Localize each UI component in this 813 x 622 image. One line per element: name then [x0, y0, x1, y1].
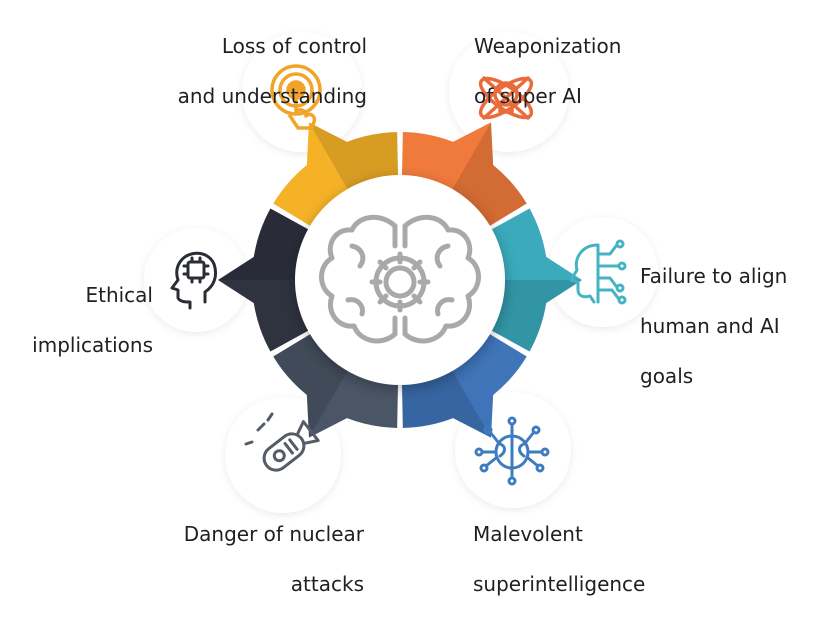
label-align-line1: Failure to align [640, 264, 788, 288]
ring-segment-weapon [401, 122, 527, 229]
head-circuit-icon [569, 239, 627, 305]
ring-segment-malevolent [401, 331, 527, 438]
label-align: Failure to align human and AI goals [640, 239, 787, 414]
icon-bg-align [548, 217, 658, 327]
label-nuclear-line2: attacks [290, 572, 364, 596]
ring-segment-shade-malevolent [401, 366, 491, 438]
icon-bg-weapon [449, 32, 569, 152]
label-align-line2: human and AI [640, 314, 780, 338]
head-chip-icon [170, 251, 218, 310]
center-disc [295, 175, 505, 385]
ring-segment-shade-align [487, 280, 582, 352]
ring-segment-loss [273, 122, 399, 229]
label-nuclear-line1: Danger of nuclear [183, 522, 364, 546]
ring-diagram [144, 32, 658, 513]
label-ethical: Ethical implications [32, 258, 153, 383]
label-loss-line1: Loss of control [221, 34, 367, 58]
touch-icon [270, 64, 322, 130]
ring-segment-align [487, 208, 582, 352]
label-align-line3: goals [640, 364, 694, 388]
label-malevolent-line1: Malevolent [473, 522, 583, 546]
label-nuclear: Danger of nuclear attacks [184, 497, 364, 622]
label-loss: Loss of control and understanding [178, 9, 367, 134]
label-weapon-line1: Weaponization [474, 34, 622, 58]
icon-bg-ethical [144, 228, 248, 332]
label-ethical-line1: Ethical [85, 283, 153, 307]
bomb-icon [244, 412, 320, 472]
ring-segment-ethical [218, 208, 313, 352]
brain-gear-icon [319, 214, 481, 344]
label-weapon: Weaponization of super AI [474, 9, 621, 134]
label-ethical-line2: implications [32, 333, 153, 357]
ai-risks-diagram: Loss of control and understanding Weapon… [32, 9, 787, 596]
ring-segment-shade-loss [309, 122, 399, 194]
brain-network-icon [474, 416, 550, 486]
ring-segment-shade-ethical [218, 208, 313, 280]
ring-segment-nuclear [273, 331, 399, 438]
label-loss-line2: and understanding [177, 84, 367, 108]
label-malevolent-line2: superintelligence [473, 572, 646, 596]
label-malevolent: Malevolent superintelligence [473, 497, 645, 622]
label-weapon-line2: of super AI [474, 84, 582, 108]
atom-skull-icon [478, 76, 534, 120]
